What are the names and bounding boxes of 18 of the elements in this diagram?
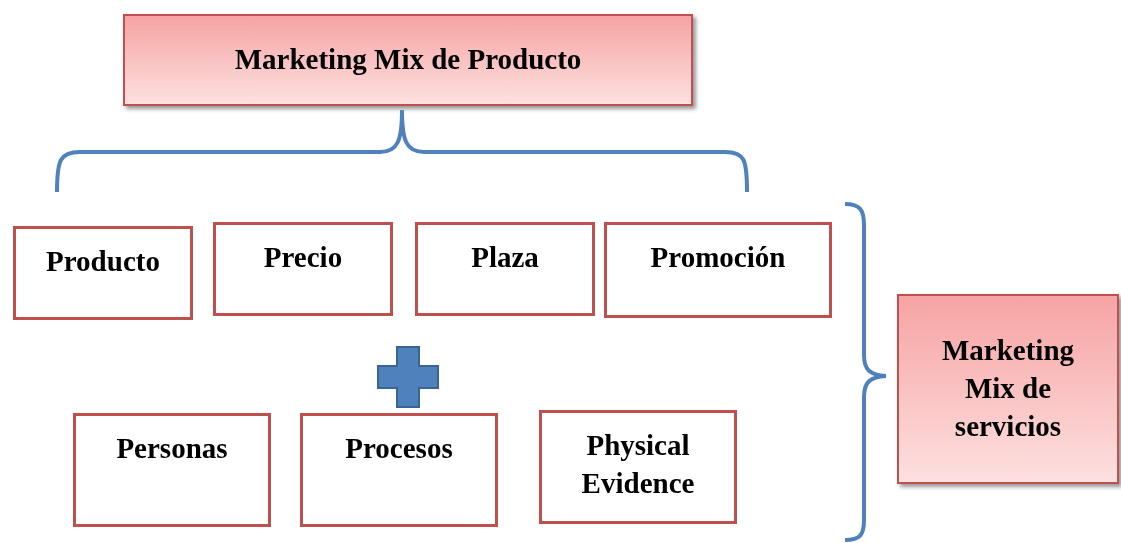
text-box xyxy=(213,222,393,316)
box-label: Promoción xyxy=(650,240,786,275)
box-label: Procesos xyxy=(345,431,453,466)
box-label: Physical Evidence xyxy=(580,428,696,501)
highlight-box xyxy=(123,14,693,106)
text-box xyxy=(13,226,193,320)
box-label: Producto xyxy=(46,244,160,279)
box-label: Precio xyxy=(263,240,343,275)
box-label: Marketing Mix de servicios xyxy=(940,333,1076,444)
box-label: Personas xyxy=(116,431,228,466)
text-box xyxy=(73,413,271,527)
text-box xyxy=(604,222,832,318)
text-box xyxy=(415,222,595,316)
box-label: Plaza xyxy=(471,240,539,275)
box-label: Marketing Mix de Producto xyxy=(234,42,582,78)
text-box xyxy=(300,413,498,527)
text-box xyxy=(539,410,737,524)
highlight-box xyxy=(897,294,1119,484)
